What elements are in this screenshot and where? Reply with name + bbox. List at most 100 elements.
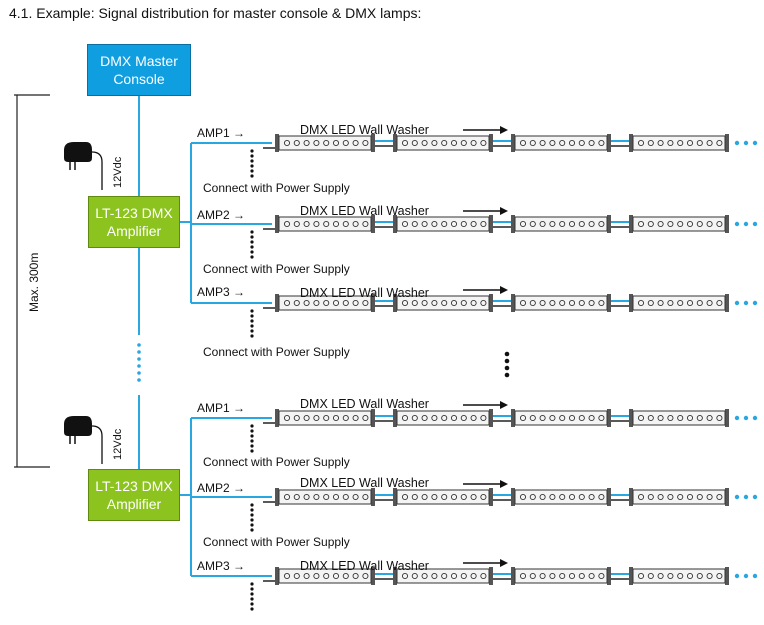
lamp-led xyxy=(411,572,418,580)
row-continuation-dot xyxy=(752,573,758,579)
direction-arrow-head xyxy=(500,207,508,215)
lamp-led xyxy=(588,220,595,228)
row-continuation-dot xyxy=(752,140,758,146)
psu-dot xyxy=(250,439,254,443)
master-console-line2: Console xyxy=(113,71,165,87)
lamp-end-cap xyxy=(725,567,729,585)
lamp-led xyxy=(686,139,694,147)
lamp-led xyxy=(323,414,330,422)
lamp-led xyxy=(637,572,645,580)
lamp-led xyxy=(283,299,291,307)
lamp-led xyxy=(598,299,605,307)
lamp-led xyxy=(598,493,605,501)
lamp-led xyxy=(706,220,713,228)
lamp-led xyxy=(578,220,585,228)
lamp-led xyxy=(696,572,703,580)
lamp-led xyxy=(647,139,654,147)
lamp-led xyxy=(529,493,536,501)
lamp-led xyxy=(303,493,310,501)
lamp-led xyxy=(716,220,723,228)
lamp-led xyxy=(539,220,546,228)
lamp-led xyxy=(529,139,536,147)
lamp-led xyxy=(706,139,713,147)
lamp-led xyxy=(588,414,595,422)
direction-arrow-head xyxy=(500,286,508,294)
lamp-led xyxy=(450,139,458,147)
psu-dot xyxy=(250,449,254,453)
lamp-end-cap xyxy=(607,567,611,585)
lamp-led xyxy=(303,139,310,147)
lamp-led xyxy=(677,414,684,422)
amplifier-2-line2: Amplifier xyxy=(106,496,162,512)
lamp-led xyxy=(539,299,546,307)
power-supply-label-3: Connect with Power Supply xyxy=(203,345,350,359)
lamp-led xyxy=(667,493,674,501)
power-label-1: 12Vdc xyxy=(112,156,124,188)
lamp-end-cap xyxy=(629,215,633,233)
lamp-led xyxy=(303,299,310,307)
lamp-led xyxy=(696,493,703,501)
lamp-end-cap xyxy=(393,294,397,312)
lamp-led xyxy=(293,220,300,228)
lamp-led xyxy=(559,414,566,422)
lamp-led xyxy=(539,572,546,580)
lamp-led xyxy=(411,414,418,422)
washer-label-3: DMX LED Wall Washer xyxy=(300,286,429,300)
lamp-led xyxy=(480,139,487,147)
lamp-led xyxy=(441,139,448,147)
washer-label-2: DMX LED Wall Washer xyxy=(300,204,429,218)
lamp-led xyxy=(323,220,330,228)
lamp-led xyxy=(470,139,477,147)
max-distance-label: Max. 300m xyxy=(27,252,41,312)
lamp-led xyxy=(598,572,605,580)
lamp-led xyxy=(313,493,320,501)
psu-dot xyxy=(250,164,254,168)
psu-dot xyxy=(250,503,254,507)
lamp-led xyxy=(313,139,320,147)
lamp-led xyxy=(667,572,674,580)
lamp-body xyxy=(632,489,726,505)
lamp-led xyxy=(352,299,359,307)
output-label-1: AMP1 → xyxy=(197,126,246,140)
psu-dot xyxy=(250,592,254,596)
lamp-body xyxy=(278,295,372,311)
lamp-led xyxy=(460,299,467,307)
psu-dot xyxy=(250,528,254,532)
power-supply-label-2: Connect with Power Supply xyxy=(203,262,350,276)
output-label-3: AMP3 → xyxy=(197,285,246,299)
lamp-led xyxy=(529,220,536,228)
backbone-continuation-dot xyxy=(137,364,141,368)
lamp-led xyxy=(411,299,418,307)
lamp-led xyxy=(637,414,645,422)
lamp-led xyxy=(431,220,438,228)
lamp-led xyxy=(667,299,674,307)
lamp-led xyxy=(519,572,527,580)
washer-label-1: DMX LED Wall Washer xyxy=(300,123,429,137)
lamp-led xyxy=(519,493,527,501)
lamp-led xyxy=(342,414,349,422)
psu-dot xyxy=(250,518,254,522)
psu-dot xyxy=(250,334,254,338)
lamp-led xyxy=(677,220,684,228)
lamp-led xyxy=(706,572,713,580)
lamp-led xyxy=(568,220,576,228)
lamp-end-cap xyxy=(275,409,279,427)
lamp-end-cap xyxy=(725,215,729,233)
lamp-body xyxy=(514,135,608,151)
lamp-led xyxy=(401,572,409,580)
psu-dot xyxy=(250,154,254,158)
lamp-led xyxy=(303,572,310,580)
lamp-led xyxy=(549,572,556,580)
psu-dot xyxy=(250,329,254,333)
lamp-led xyxy=(568,414,576,422)
lamp-led xyxy=(647,220,654,228)
lamp-led xyxy=(549,139,556,147)
lamp-led xyxy=(431,414,438,422)
psu-dot xyxy=(250,235,254,239)
row-continuation-dot xyxy=(734,573,740,579)
lamp-body xyxy=(632,410,726,426)
lamp-led xyxy=(460,414,467,422)
psu-dot xyxy=(250,255,254,259)
lamp-led xyxy=(411,493,418,501)
power-adapter-icon xyxy=(64,416,92,436)
